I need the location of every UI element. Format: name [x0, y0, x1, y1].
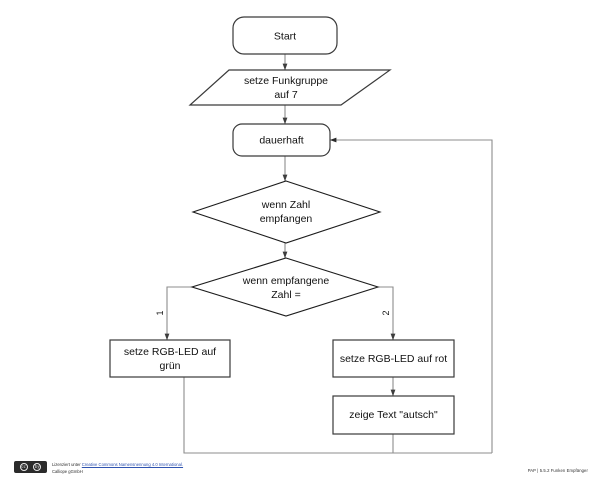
license-prefix: Lizenziert unter	[52, 462, 82, 467]
node-text-autsch-label: zeige Text "autsch"	[349, 409, 438, 421]
node-dauerhaft[interactable]	[232, 123, 331, 157]
edge-ledgruen-loopback	[183, 377, 492, 454]
creative-commons-badge-icon: cc by	[14, 461, 47, 473]
node-led-gruen[interactable]	[109, 339, 231, 378]
node-funkgruppe[interactable]	[188, 69, 392, 106]
node-wenn-zahl-label-line1: wenn Zahl	[261, 199, 310, 211]
license-org: Calliope gGmbH	[52, 468, 83, 474]
node-led-gruen-label-line1: setze RGB-LED auf	[124, 346, 216, 358]
node-wenn-zahl[interactable]	[191, 180, 382, 244]
node-funkgruppe-label-line1: setze Funkgruppe	[244, 75, 328, 87]
edge-branch-1-to-ledgruen	[164, 286, 192, 341]
node-wenn-zahl-label-line2: empfangen	[260, 213, 313, 225]
license-text-block: Lizenziert unter Creative Commons Namens…	[52, 461, 183, 475]
license-link[interactable]: Creative Commons Namensnennung 4.0 Inter…	[81, 462, 184, 467]
edge-loopback-to-dauerhaft	[329, 137, 493, 453]
document-reference: PAP | 5.5.2 Funken Empfänger	[527, 468, 588, 473]
footer-license: cc by Lizenziert unter Creative Commons …	[14, 461, 183, 475]
node-start-label: Start	[274, 30, 296, 42]
node-led-rot[interactable]	[332, 339, 455, 378]
edge-label-2: 2	[381, 310, 391, 315]
node-text-autsch[interactable]	[332, 395, 455, 435]
edge-branch-2-to-ledrot	[378, 286, 396, 341]
node-start[interactable]	[232, 16, 338, 55]
node-funkgruppe-label-line2: auf 7	[274, 89, 298, 101]
cc-by-icon: by	[33, 463, 42, 471]
node-led-gruen-label-line2: grün	[159, 360, 180, 372]
node-dauerhaft-label: dauerhaft	[259, 134, 303, 146]
node-wenn-empfangene-label-line2: Zahl =	[271, 289, 300, 301]
node-wenn-empfangene[interactable]	[190, 257, 380, 317]
node-led-rot-label: setze RGB-LED auf rot	[340, 353, 447, 365]
node-wenn-empfangene-label-line1: wenn empfangene	[242, 275, 330, 287]
edge-label-1: 1	[155, 310, 165, 315]
cc-icon: cc	[19, 463, 28, 471]
